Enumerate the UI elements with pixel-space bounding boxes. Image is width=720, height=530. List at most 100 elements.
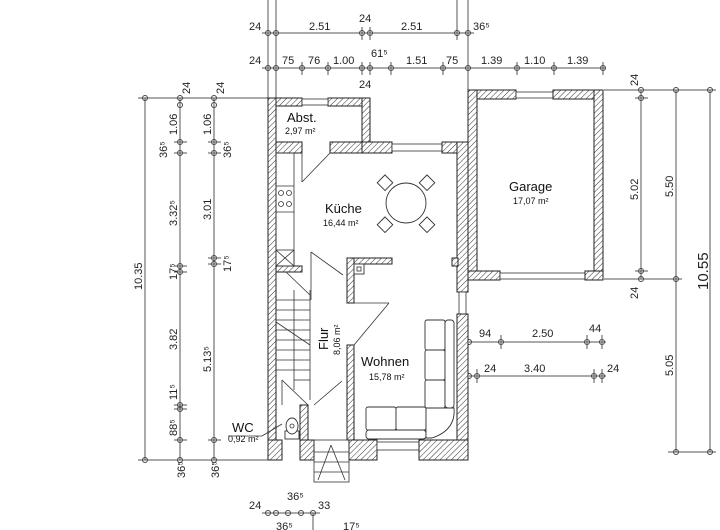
dim-label: 24 <box>249 500 261 512</box>
dim-label: 5.02 <box>629 179 641 200</box>
dim-label: 10.55 <box>695 252 712 290</box>
dim-label: 1.06 <box>168 114 180 135</box>
dim-node <box>211 95 217 101</box>
dim-label: 1.06 <box>202 114 214 135</box>
dim-node <box>273 510 279 516</box>
dim-label: 24 <box>359 79 371 91</box>
door-swings <box>281 152 390 406</box>
dining-table <box>376 174 436 234</box>
dim-label: 76 <box>308 55 320 67</box>
dim-node <box>465 65 471 71</box>
dim-node <box>265 510 271 516</box>
dim-label: 24 <box>607 363 619 375</box>
room-name-abst: Abst. <box>287 110 317 125</box>
dim-label: 24 <box>249 55 261 67</box>
room-name-garage: Garage <box>509 179 552 194</box>
dim-label: 75 <box>446 55 458 67</box>
room-name-wohnen: Wohnen <box>361 354 409 369</box>
dim-label: 36⁵ <box>210 461 222 478</box>
dim-label: 36⁵ <box>222 141 234 158</box>
dim-label: 61⁵ <box>371 48 388 60</box>
dim-label: 17⁵ <box>168 263 180 280</box>
dim-label: 2.50 <box>532 328 553 340</box>
dim-label: 1.39 <box>567 55 588 67</box>
dim-label: 24 <box>629 74 641 86</box>
toilet <box>284 417 300 440</box>
dim-label: 1.39 <box>481 55 502 67</box>
dim-label: 5.50 <box>664 176 676 197</box>
dim-node <box>465 30 471 36</box>
dim-node <box>673 276 679 282</box>
dim-node <box>265 30 271 36</box>
dim-label: 33 <box>318 500 330 512</box>
dim-node <box>638 87 644 93</box>
dim-node <box>211 457 217 463</box>
dim-label: 17⁵ <box>343 521 360 530</box>
staircase <box>275 271 311 400</box>
kitchen-counter <box>275 152 295 267</box>
dim-node <box>673 449 679 455</box>
room-name-kueche: Küche <box>325 201 362 216</box>
dim-node <box>707 87 713 93</box>
dim-label: 88⁵ <box>168 419 180 436</box>
room-area-garage: 17,07 m² <box>513 196 549 206</box>
bottom-dimension-chain: 24 36⁵ 33 36⁵ 17⁵ <box>249 491 360 530</box>
left-dimension-chains: 10.35 24 1.06 36⁵ 3.32⁵ 17⁵ 3.82 11⁵ 88⁵… <box>133 82 268 478</box>
room-area-kueche: 16,44 m² <box>323 218 359 228</box>
dim-label: 3.32⁵ <box>168 200 180 226</box>
dim-node <box>177 95 183 101</box>
dim-label: 24 <box>359 13 371 25</box>
dim-label: 36⁵ <box>276 521 293 530</box>
room-area-abst: 2,97 m² <box>285 126 316 136</box>
dim-node <box>211 102 217 108</box>
dim-label: 11⁵ <box>168 384 180 400</box>
dim-node <box>310 510 316 516</box>
dim-node <box>298 510 304 516</box>
dim-label: 10.35 <box>133 262 145 290</box>
dim-node <box>638 276 644 282</box>
dim-label: 44 <box>589 323 601 335</box>
dim-label: 24 <box>249 21 261 33</box>
dim-node <box>273 30 279 36</box>
dim-label: 36⁵ <box>473 21 490 33</box>
dim-node <box>265 65 271 71</box>
dim-label: 94 <box>479 328 491 340</box>
entrance-steps <box>313 439 350 483</box>
dim-label: 2.51 <box>309 21 330 33</box>
room-labels: Abst. 2,97 m² Küche 16,44 m² Garage 17,0… <box>228 110 552 444</box>
dim-node <box>177 102 183 108</box>
dim-label: 1.51 <box>406 55 427 67</box>
house-walls <box>267 97 469 461</box>
dim-label: 3.40 <box>524 363 545 375</box>
dim-label: 75 <box>282 55 294 67</box>
dim-label: 1.00 <box>333 55 354 67</box>
wc-leader-line <box>261 423 283 437</box>
dim-label: 24 <box>484 363 496 375</box>
room-area-flur: 8,06 m² <box>332 324 342 355</box>
top-dimension-chain-1: 24 2.51 24 2.51 36⁵ <box>249 0 490 40</box>
room-area-wc: 0,92 m² <box>228 434 259 444</box>
dim-node <box>177 457 183 463</box>
dim-node <box>273 65 279 71</box>
dim-label: 5.13⁵ <box>202 346 214 372</box>
room-name-wc: WC <box>232 420 254 435</box>
top-dimension-chain-2: 24 75 76 1.00 61⁵ 1.51 75 1.39 1.10 1.39… <box>249 40 606 98</box>
dim-node <box>454 30 460 36</box>
wohnen-dimension-chains: 94 2.50 44 24 3.40 24 <box>466 323 619 383</box>
garage-walls <box>467 89 604 281</box>
dim-label: 3.82 <box>168 329 180 350</box>
dim-label: 2.51 <box>401 21 422 33</box>
column <box>353 263 365 275</box>
dim-node <box>707 449 713 455</box>
dim-label: 24 <box>629 287 641 299</box>
dim-node <box>142 95 148 101</box>
dim-label: 24 <box>181 82 193 94</box>
room-name-flur: Flur <box>316 327 331 350</box>
dim-node <box>285 510 291 516</box>
dim-label: 17⁵ <box>222 255 234 272</box>
dim-node <box>142 457 148 463</box>
dim-label: 36⁵ <box>176 461 188 478</box>
dim-label: 1.10 <box>524 55 545 67</box>
dim-label: 36⁵ <box>287 491 304 503</box>
